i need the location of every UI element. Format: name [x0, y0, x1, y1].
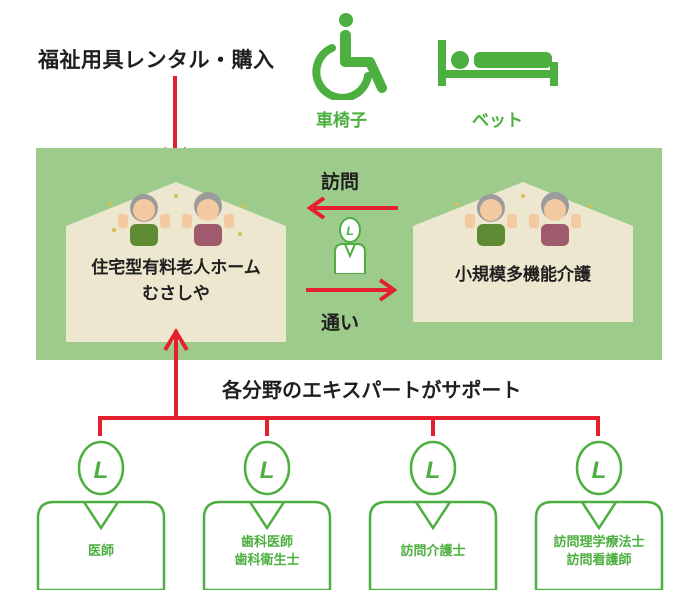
staff-label-line1: 医師 — [87, 544, 114, 559]
staff-label-dentist: 歯科医師 歯科衛生士 — [202, 534, 332, 570]
service-name: 小規模多機能介護 — [455, 265, 591, 285]
wheelchair-icon — [312, 13, 387, 100]
staff-label-line1: 訪問理学療法士 — [553, 535, 645, 550]
bed-icon — [438, 40, 558, 86]
staff-label-line1: 訪問介護士 — [400, 544, 466, 559]
rental-title: 福祉用具レンタル・購入 — [38, 48, 275, 72]
commute-arrow — [306, 278, 398, 302]
staff-figure-care-worker: L — [368, 440, 498, 590]
support-connectors — [98, 328, 600, 436]
staff-label-line2: 歯科衛生士 — [234, 553, 300, 568]
visit-arrow — [306, 196, 398, 220]
experts-heading: 各分野のエキスパートがサポート — [222, 378, 522, 402]
home-name-line2: むさしや — [142, 284, 210, 304]
bed-label: ベット — [472, 111, 523, 131]
visit-label: 訪問 — [321, 171, 360, 193]
svg-text:L: L — [346, 224, 353, 238]
wheelchair-label: 車椅子 — [316, 111, 367, 131]
staff-label-line1: 歯科医師 — [240, 535, 293, 550]
home-name: 住宅型有料老人ホーム むさしや — [66, 255, 286, 307]
staff-label-care-worker: 訪問介護士 — [368, 543, 498, 561]
caregiver-icon: L — [334, 217, 366, 274]
staff-badge: L — [260, 457, 275, 484]
staff-figure-therapist: L — [534, 440, 664, 590]
staff-figure-dentist: L — [202, 440, 332, 590]
staff-badge: L — [592, 457, 607, 484]
service-residents-illustration — [455, 192, 593, 246]
residents-illustration — [108, 192, 246, 246]
staff-badge: L — [94, 457, 109, 484]
staff-label-doctor: 医師 — [36, 543, 166, 561]
home-name-line1: 住宅型有料老人ホーム — [91, 258, 261, 278]
commute-label: 通い — [321, 312, 360, 334]
staff-figure-doctor: L — [36, 440, 166, 590]
staff-label-therapist: 訪問理学療法士 訪問看護師 — [534, 534, 664, 570]
staff-label-line2: 訪問看護師 — [566, 553, 632, 568]
staff-badge: L — [426, 457, 441, 484]
